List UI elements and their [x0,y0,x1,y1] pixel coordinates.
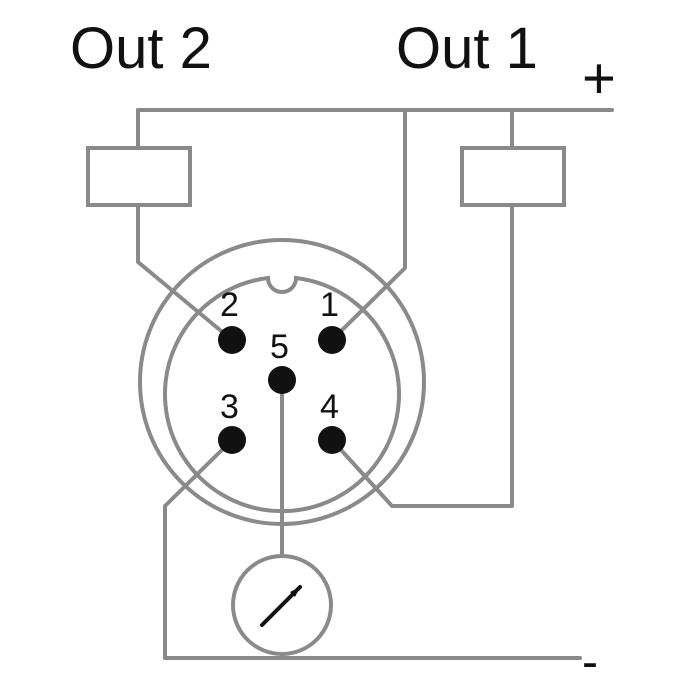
out2-label: Out 2 [70,16,212,81]
wire-pin1-out1 [330,108,407,342]
pin-5 [268,366,296,394]
connector-inner-ring-keyed [163,275,401,514]
pin-5-label: 5 [270,328,289,366]
connector-outer-ring [138,238,426,526]
wire-relay-out1-to-pin4 [330,203,514,508]
pin-4-label: 4 [320,388,339,426]
meter-needle-icon [260,585,302,627]
out1-label: Out 1 [396,16,538,81]
relay-coil-out1 [460,146,566,207]
pin-3 [218,426,246,454]
relay-coil-out2 [86,146,192,207]
pin-2-label: 2 [220,286,239,324]
pin-3-label: 3 [220,388,239,426]
minus-sign: - [582,636,598,689]
pin-2 [218,326,246,354]
pin-4 [318,426,346,454]
wire-relay-out2-to-pin2 [136,203,234,342]
pin-1-label: 1 [320,286,339,324]
plus-sign: + [582,46,616,111]
wire-pin3-to-minus [163,438,234,660]
pin-1 [318,326,346,354]
